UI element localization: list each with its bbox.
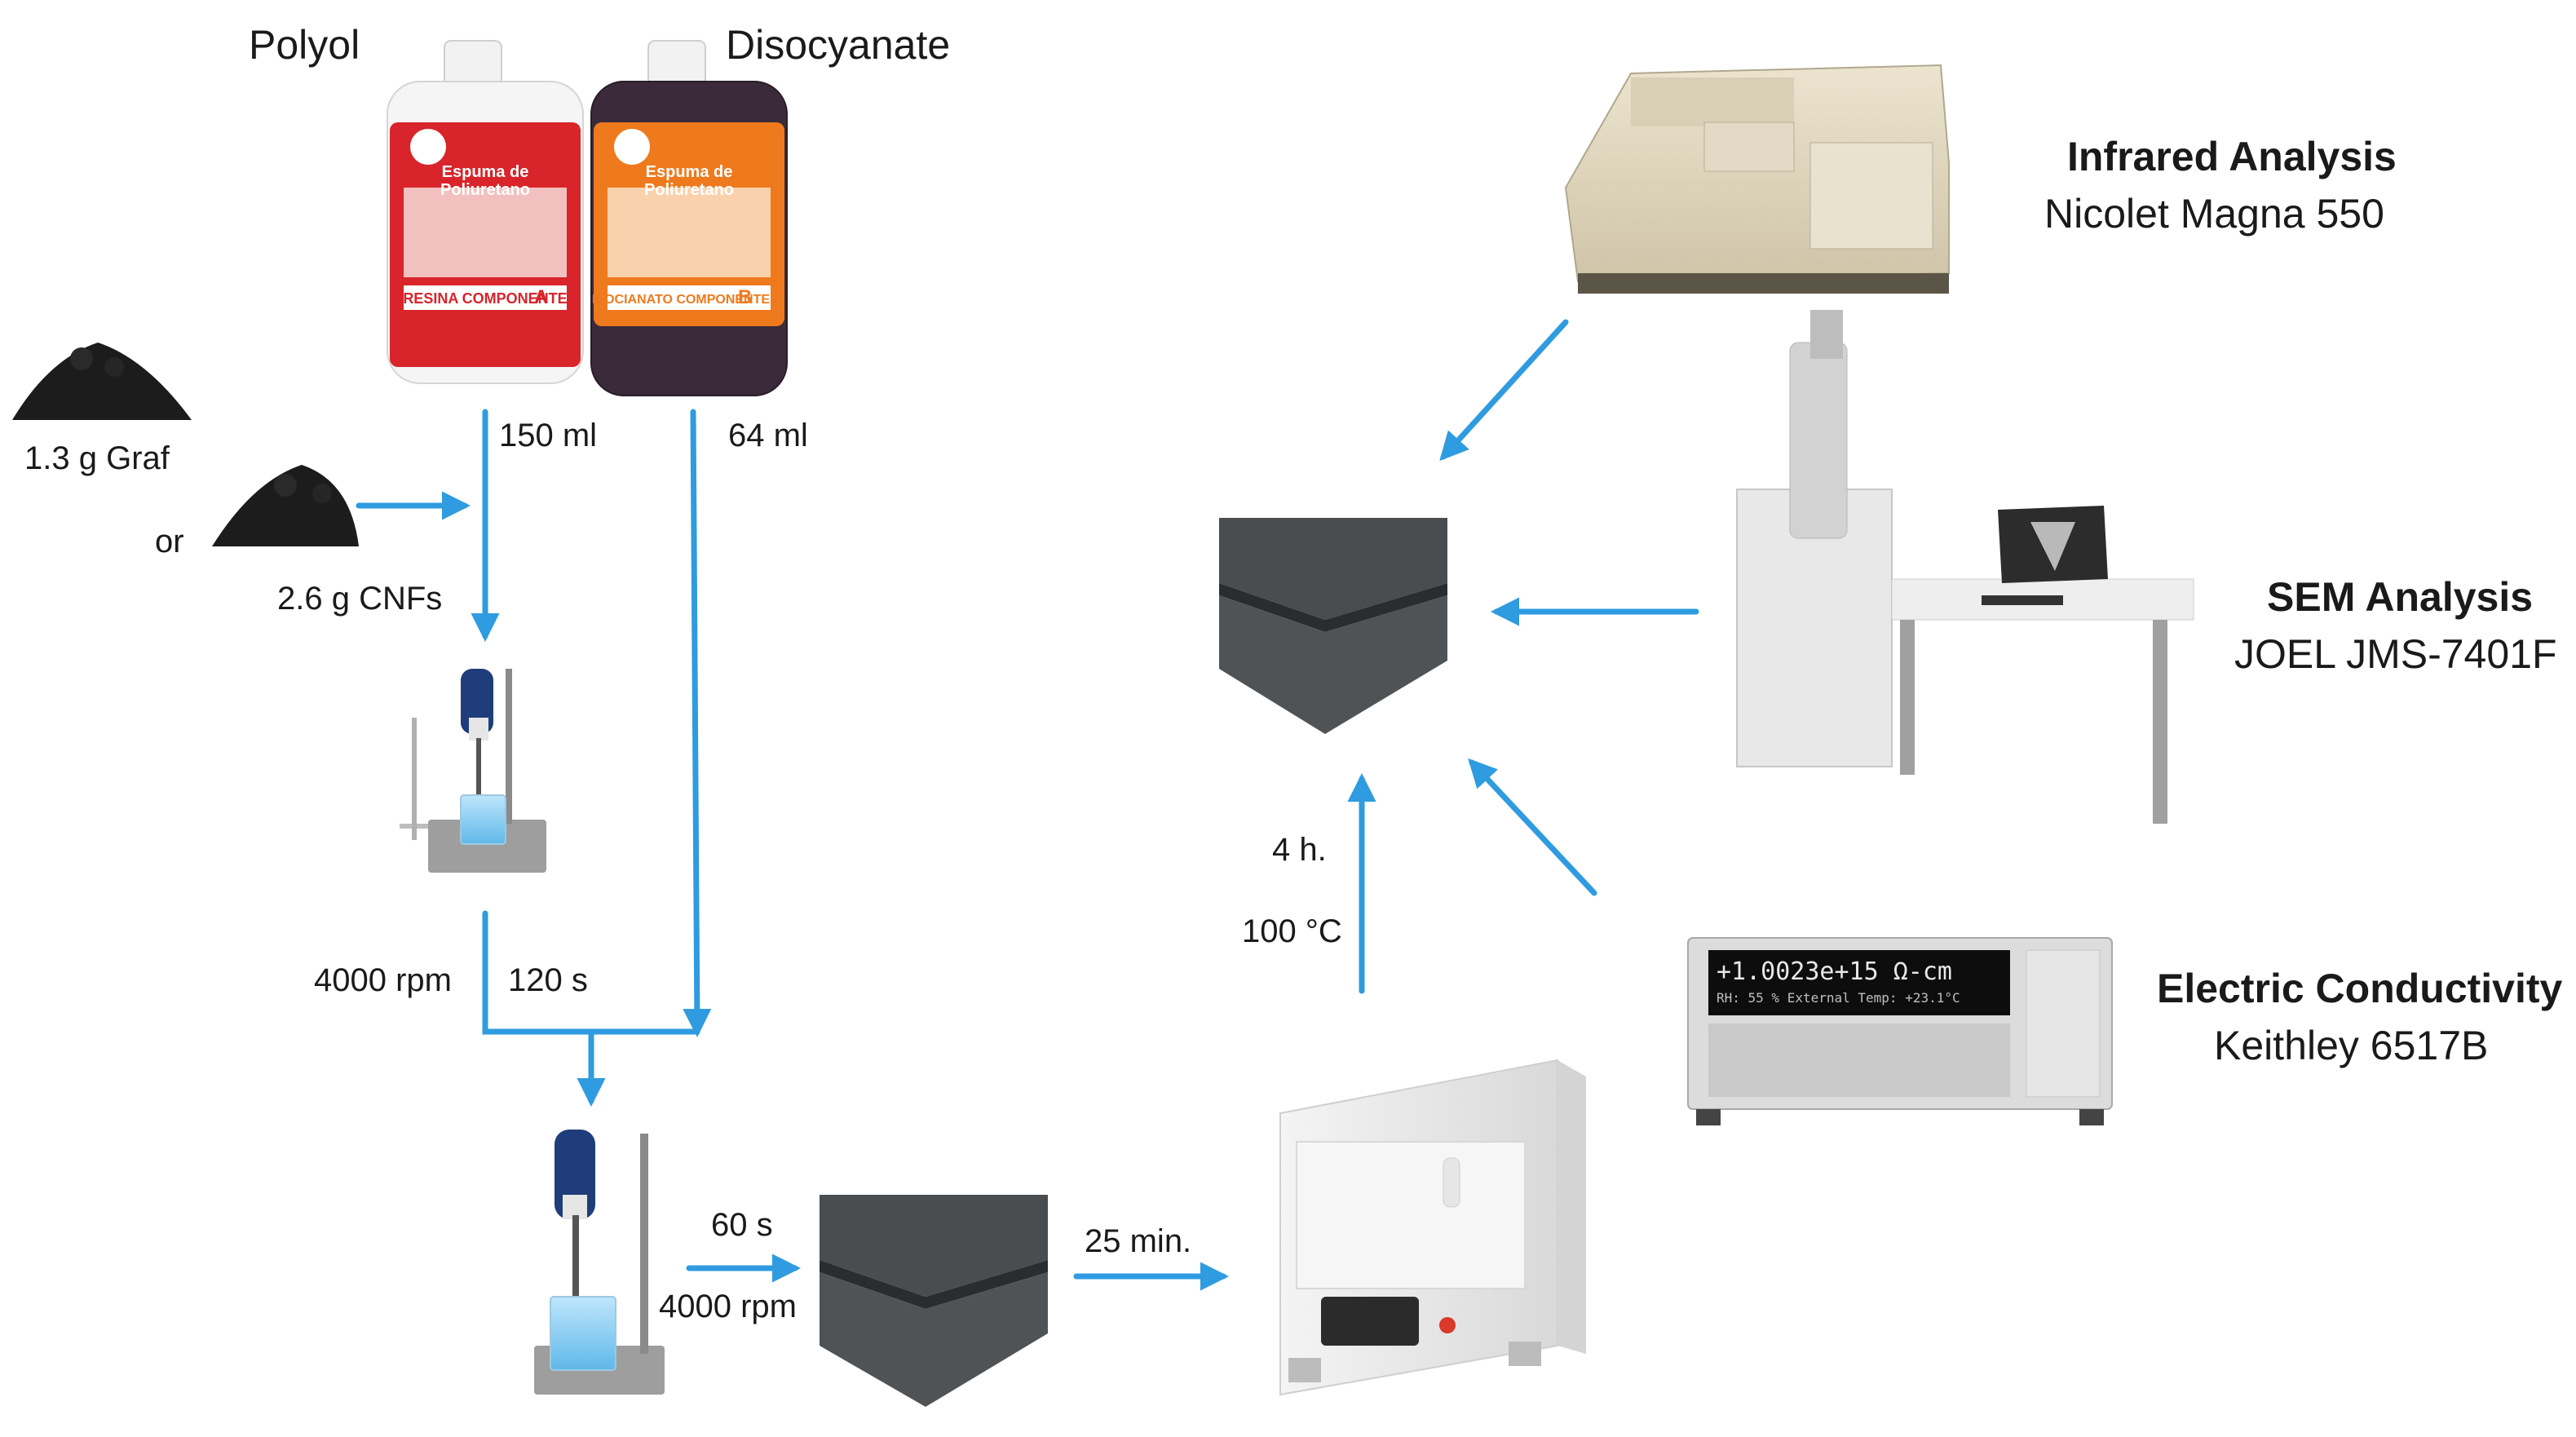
- flow-lines: [356, 319, 1699, 1291]
- sem-instrument: [1736, 310, 2194, 824]
- label-rest-time: 25 min.: [1085, 1223, 1192, 1259]
- label-polyol-volume: 150 ml: [499, 418, 598, 453]
- label-disocyanate: Disocyanate: [726, 22, 951, 68]
- label-or: or: [155, 524, 184, 559]
- ftir-title: Infrared Analysis: [2067, 134, 2397, 179]
- label-cure-hours: 4 h.: [1272, 832, 1327, 868]
- polyol-bottle: RESINA COMPONENTE A: [387, 40, 584, 384]
- label-polyol: Polyol: [249, 22, 360, 68]
- pu-foam-sample-1: [820, 1195, 1048, 1407]
- electrometer-reading: +1.0023e+15 Ω-cm: [1717, 957, 1952, 986]
- bottle-b-component: ISOCIANATO COMPONENTE: [592, 293, 770, 307]
- arrow-electrometer-to-sample: [1468, 758, 1597, 896]
- pu-foam-sample-2: [1219, 518, 1447, 734]
- ftir-instrument: [1564, 64, 1950, 294]
- bottle-a-letter: A: [534, 286, 548, 308]
- bottle-b-brand: Espuma de Poliuretano: [643, 163, 734, 199]
- bottle-a-brand: Espuma de Poliuretano: [440, 163, 530, 199]
- overhead-stirrer-1: [400, 669, 546, 873]
- bottle-b-letter: B: [738, 286, 752, 308]
- disocyanate-bottle: ISOCIANATO COMPONENTE B: [590, 40, 788, 396]
- curing-oven: [1279, 1059, 1586, 1396]
- ftir-instrument-name: Nicolet Magna 550: [2044, 191, 2384, 237]
- label-stir-speed-1: 4000 rpm: [314, 962, 452, 998]
- electrometer: [1687, 937, 2113, 1125]
- label-graphite-amount: 1.3 g Graf: [24, 440, 170, 476]
- conductivity-instrument-name: Keithley 6517B: [2214, 1023, 2489, 1068]
- label-disocyanate-volume: 64 ml: [728, 418, 808, 453]
- arrow-disocyanate-down: [683, 409, 712, 1037]
- line-stirrer1-merge: [482, 910, 700, 1035]
- sem-title: SEM Analysis: [2267, 574, 2534, 620]
- arrow-ftir-to-sample: [1439, 319, 1569, 462]
- sem-instrument-name: JOEL JMS-7401F: [2234, 631, 2557, 677]
- conductivity-title: Electric Conductivity: [2157, 966, 2563, 1011]
- cnf-powder-pile: [212, 465, 359, 546]
- graphite-powder-pile: [12, 343, 192, 420]
- label-stir-speed-2: 4000 rpm: [659, 1289, 797, 1324]
- label-cnf-amount: 2.6 g CNFs: [277, 581, 443, 617]
- electrometer-status: RH: 55 % External Temp: +23.1°C: [1717, 990, 1960, 1006]
- label-stir-time-2: 60 s: [711, 1207, 773, 1243]
- bottle-a-component: RESINA COMPONENTE: [403, 290, 567, 307]
- overhead-stirrer-2: [534, 1130, 665, 1395]
- label-stir-time-1: 120 s: [508, 962, 588, 998]
- label-cure-temperature: 100 °C: [1242, 913, 1342, 949]
